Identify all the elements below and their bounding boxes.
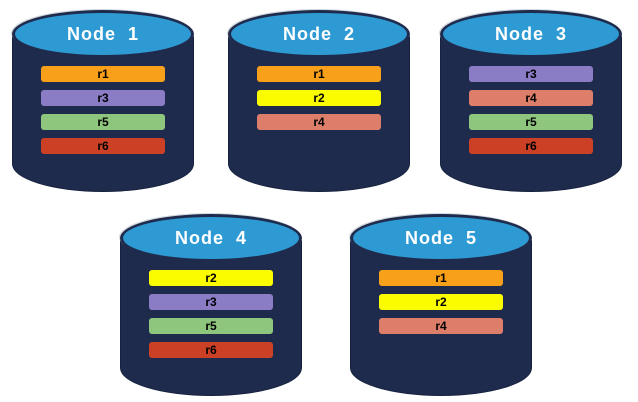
cylinder-body [228,32,410,192]
cylinder-body [12,32,194,192]
node-title: Node 5 [404,227,477,248]
replica-bar: r4 [469,90,593,106]
cylinder-body [350,236,532,396]
node-title: Node 2 [282,23,355,44]
node-title: Node 1 [66,23,139,44]
node-cylinder-3: Node 3 r3 r4 r5 r6 [440,8,622,192]
node-cylinder-4: Node 4 r2 r3 r5 r6 [120,212,302,396]
replica-bar: r1 [379,270,503,286]
cylinder-top: Node 2 [228,10,410,58]
node-title: Node 4 [174,227,247,248]
replica-bar: r5 [469,114,593,130]
replica-bar: r6 [149,342,273,358]
cylinder-body [120,236,302,396]
replica-bar: r6 [41,138,165,154]
replica-list: r1 r3 r5 r6 [41,66,165,154]
replica-bar: r3 [149,294,273,310]
replica-bar: r2 [379,294,503,310]
cylinder-top: Node 4 [120,214,302,262]
replica-bar: r3 [41,90,165,106]
replica-bar: r4 [257,114,381,130]
replica-bar: r4 [379,318,503,334]
replica-bar: r3 [469,66,593,82]
cylinder-body [440,32,622,192]
replica-list: r1 r2 r4 [257,66,381,130]
cylinder-top: Node 1 [12,10,194,58]
node-cylinder-1: Node 1 r1 r3 r5 r6 [12,8,194,192]
replica-bar: r6 [469,138,593,154]
replica-bar: r2 [257,90,381,106]
replica-list: r3 r4 r5 r6 [469,66,593,154]
node-cylinder-2: Node 2 r1 r2 r4 [228,8,410,192]
replica-bar: r5 [41,114,165,130]
replica-list: r2 r3 r5 r6 [149,270,273,358]
replica-bar: r1 [257,66,381,82]
replica-bar: r1 [41,66,165,82]
cylinder-top: Node 3 [440,10,622,58]
node-cylinder-5: Node 5 r1 r2 r4 [350,212,532,396]
replica-bar: r5 [149,318,273,334]
node-title: Node 3 [494,23,567,44]
replica-list: r1 r2 r4 [379,270,503,334]
replica-bar: r2 [149,270,273,286]
cylinder-top: Node 5 [350,214,532,262]
